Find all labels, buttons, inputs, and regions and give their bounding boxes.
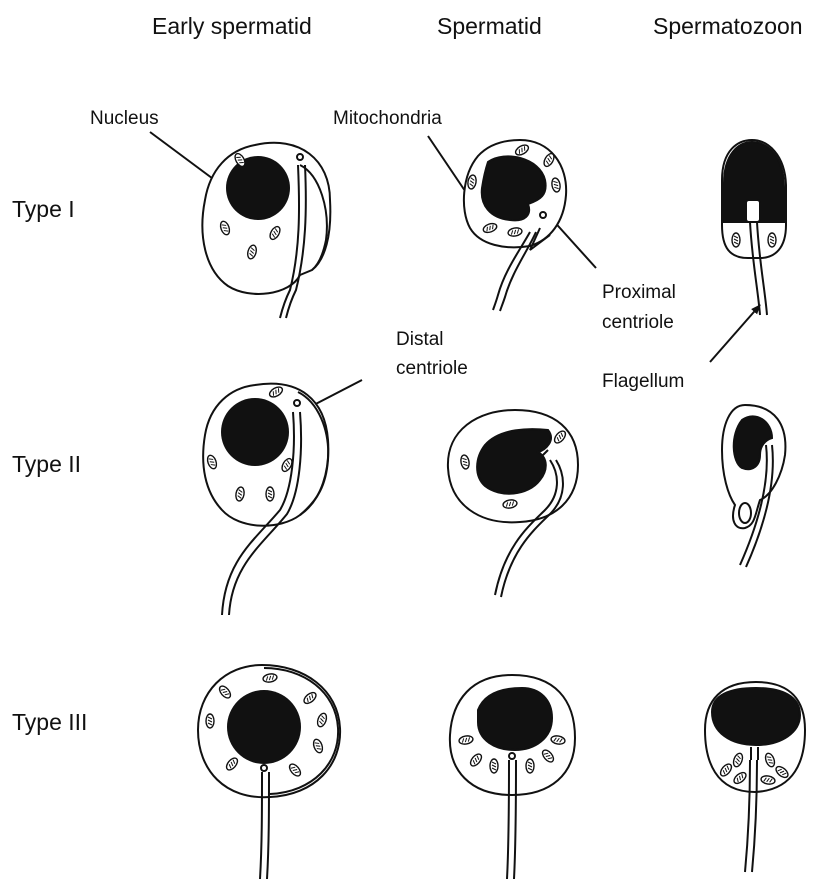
type3-early-nucleus <box>227 690 301 764</box>
type2-early-spermatid-cell <box>203 384 328 615</box>
column-header-spermatozoon: Spermatozoon <box>653 13 803 39</box>
column-header-early-spermatid: Early spermatid <box>152 13 312 39</box>
label-distal-centriole-line1: Distal <box>396 329 444 350</box>
label-flagellum: Flagellum <box>602 371 684 392</box>
type1-early-spermatid-cell <box>202 143 330 318</box>
type1-spermatozoon-cell <box>722 140 786 315</box>
row-header-type-1: Type I <box>12 196 75 222</box>
type2-spermatid-cell <box>448 410 578 597</box>
label-mitochondria: Mitochondria <box>333 108 442 129</box>
column-header-spermatid: Spermatid <box>437 13 542 39</box>
type1-spermatid-cell <box>464 140 566 311</box>
label-distal-centriole-line2: centriole <box>396 358 468 379</box>
label-proximal-centriole-line1: Proximal <box>602 282 676 303</box>
row-header-type-3: Type III <box>12 709 87 735</box>
type2-spermatozoon-cell <box>722 405 785 567</box>
type3-early-spermatid-cell <box>198 665 340 879</box>
arrow-flagellum <box>710 305 760 362</box>
type3-spermatozoon-head <box>712 688 800 745</box>
type3-spermatid-cell <box>450 675 575 879</box>
type1-early-nucleus <box>226 156 290 220</box>
type3-spermatid-nucleus <box>478 688 552 750</box>
type2-early-nucleus <box>221 398 289 466</box>
label-proximal-centriole-line2: centriole <box>602 312 674 333</box>
row-header-type-2: Type II <box>12 451 81 477</box>
label-nucleus: Nucleus <box>90 108 159 129</box>
type3-spermatozoon-cell <box>705 682 805 872</box>
